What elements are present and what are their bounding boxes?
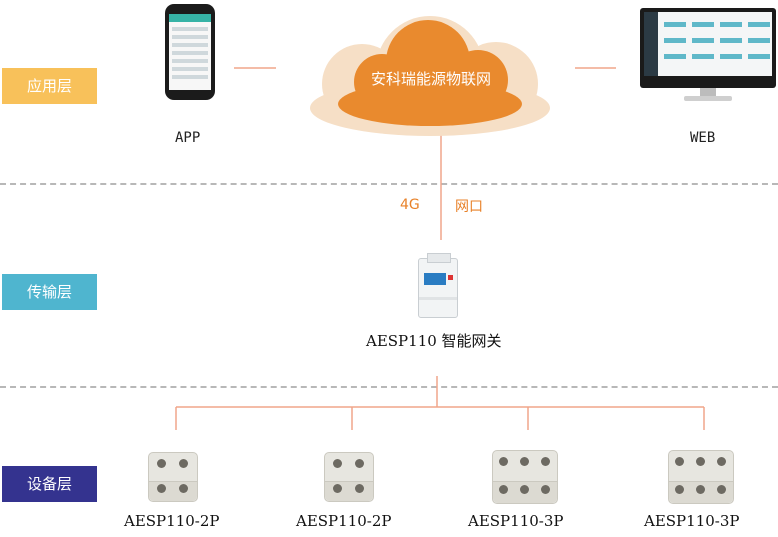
- desktop-monitor-icon: [640, 8, 776, 88]
- device-3p-icon: [492, 450, 558, 504]
- device-3p-icon: [668, 450, 734, 504]
- cloud-label: 安科瑞能源物联网: [370, 70, 491, 88]
- device-label: AESP110-2P: [124, 512, 220, 530]
- gateway-device-icon: [418, 253, 458, 318]
- device-label: AESP110-3P: [644, 512, 740, 530]
- separator-line-top: [0, 183, 778, 185]
- device-2p-icon: [148, 452, 198, 502]
- monitor-stand-base: [684, 96, 732, 101]
- ethernet-label: 网口: [455, 199, 483, 215]
- layer-tag-application: 应用层: [2, 68, 97, 104]
- monitor-stand-neck: [700, 88, 716, 96]
- device-label: AESP110-3P: [468, 512, 564, 530]
- cloud-icon: [310, 16, 550, 136]
- device-label: AESP110-2P: [296, 512, 392, 530]
- device-2p-icon: [324, 452, 374, 502]
- web-label: WEB: [690, 130, 716, 146]
- smartphone-icon: [165, 4, 215, 100]
- separator-line-bottom: [0, 386, 778, 388]
- layer-tag-transport: 传输层: [2, 274, 97, 310]
- cellular-label: 4G: [400, 197, 420, 213]
- gateway-label: AESP110 智能网关: [366, 332, 502, 350]
- layer-tag-device: 设备层: [2, 466, 97, 502]
- app-label: APP: [175, 130, 201, 146]
